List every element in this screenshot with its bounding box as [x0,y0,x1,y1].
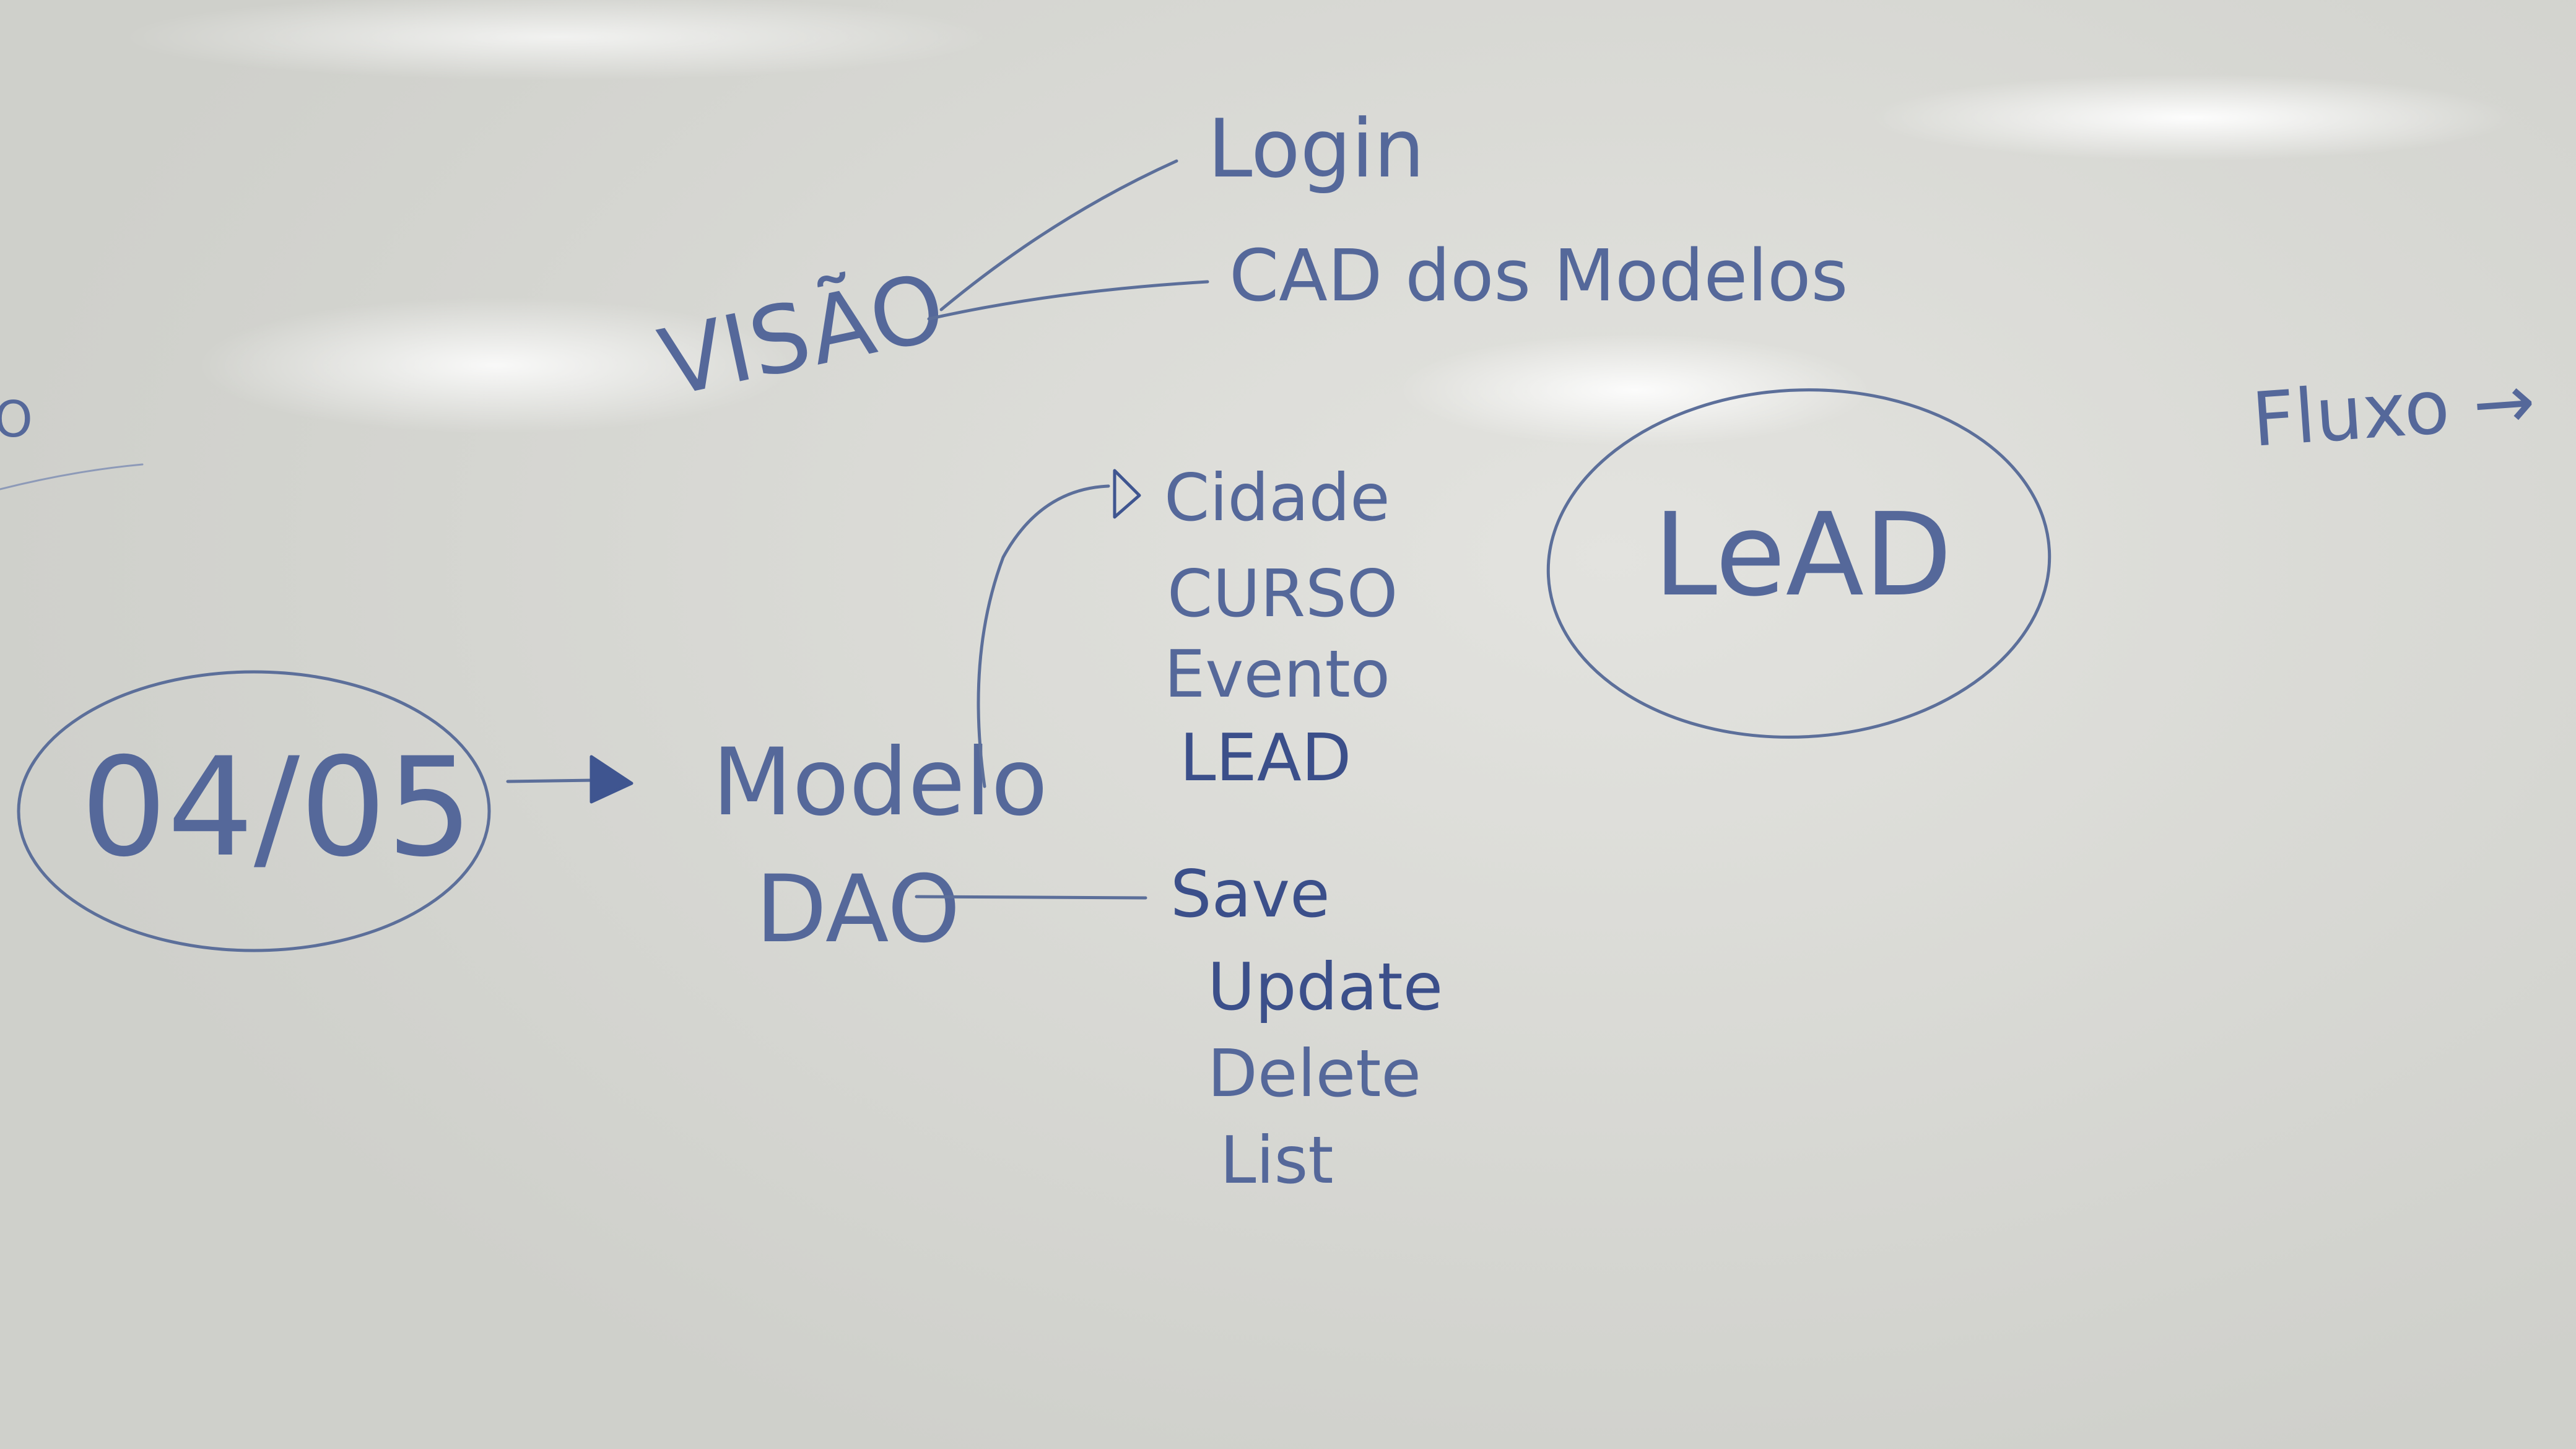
connector-visao-cad [927,280,1209,321]
dao-item-list: List [1220,1123,1334,1198]
connector-dao-list [915,895,1147,900]
visao-item-login: Login [1208,102,1425,196]
visao-item-cad: CAD dos Modelos [1229,235,1848,318]
lead-circle-label: LeAD [1653,488,1952,622]
arrow-date-modelo-head [590,755,633,804]
modelo-item-cidade: Cidade [1164,460,1390,536]
dao-item-delete: Delete [1208,1036,1421,1112]
modelo-label: Modelo [712,729,1048,837]
arrow-modelo-list-head [1113,469,1141,519]
connector-modelo-list [977,484,1110,788]
modelo-item-curso: CURSO [1167,556,1398,632]
dao-item-update: Update [1208,949,1443,1025]
modelo-item-evento: Evento [1164,637,1390,712]
dao-label: DAO [755,856,960,964]
left-edge-arc [0,463,144,490]
connector-visao-login [939,159,1178,311]
left-edge-mark: O [0,391,33,448]
date-circle [17,670,491,952]
modelo-item-lead: LEAD [1180,720,1352,796]
arrow-date-modelo-line [506,778,596,783]
lead-circle [1546,388,2052,739]
visao-label: VISÃO [651,253,954,418]
right-note: Fluxo → [2249,358,2538,464]
dao-item-save: Save [1170,856,1330,932]
date-label: 04/05 [80,728,473,887]
